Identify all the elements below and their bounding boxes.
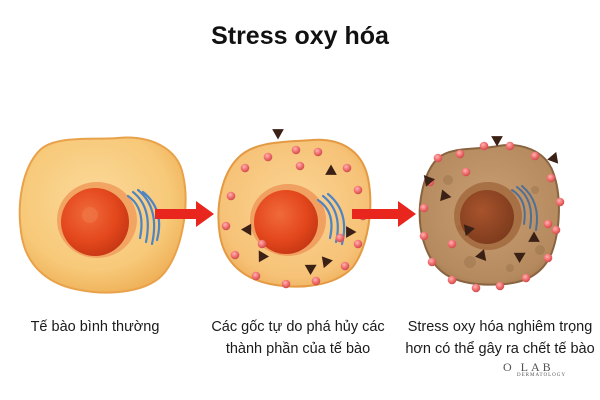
free-radical-dot bbox=[427, 257, 437, 267]
free-radical-triangle bbox=[304, 264, 317, 276]
free-radical-triangle bbox=[440, 189, 452, 202]
free-radical-dot bbox=[543, 253, 553, 263]
watermark-logo: O LAB DERMATOLOGY bbox=[503, 360, 566, 378]
dying-golgi bbox=[511, 185, 538, 231]
dying-nucleus bbox=[460, 190, 514, 244]
caption-damaged-cell: Các gốc tự do phá hủy các thành phần của… bbox=[211, 319, 385, 357]
free-radical-dot bbox=[505, 141, 515, 151]
free-radical-triangle bbox=[423, 175, 435, 187]
free-radical-dot bbox=[257, 239, 267, 249]
page-title: Stress oxy hóa bbox=[211, 22, 389, 50]
free-radical-triangle bbox=[475, 249, 487, 261]
free-radical-triangle bbox=[240, 223, 252, 236]
free-radical-dot bbox=[419, 203, 429, 213]
free-radical-dot bbox=[521, 273, 531, 283]
free-radical-dot bbox=[530, 151, 540, 161]
free-radical-triangle bbox=[346, 226, 357, 238]
damaged-nucleus bbox=[254, 190, 318, 254]
caption-normal-cell: Tế bào bình thường bbox=[30, 319, 160, 335]
free-radical-dot bbox=[419, 231, 429, 241]
free-radical-dot bbox=[471, 283, 481, 293]
free-radical-dot bbox=[263, 152, 273, 162]
free-radical-triangle bbox=[463, 224, 475, 237]
free-radical-triangle bbox=[513, 252, 526, 264]
free-radical-triangle bbox=[272, 129, 284, 140]
normal-cell bbox=[18, 136, 187, 294]
dying-free-radicals bbox=[419, 136, 565, 293]
free-radical-triangle bbox=[528, 231, 540, 242]
free-radical-dot bbox=[295, 161, 305, 171]
free-radical-dot bbox=[455, 149, 465, 159]
free-radical-triangle bbox=[547, 151, 559, 164]
free-radical-dot bbox=[353, 185, 363, 195]
free-radical-triangle bbox=[258, 250, 270, 263]
arrow-normal-to-damaged bbox=[155, 201, 214, 227]
free-radical-triangle bbox=[325, 164, 337, 175]
free-radical-dot bbox=[230, 250, 240, 260]
free-radical-dot bbox=[495, 281, 505, 291]
free-radical-dot bbox=[555, 197, 565, 207]
normal-nucleolus bbox=[82, 207, 98, 223]
free-radical-dot bbox=[240, 163, 250, 173]
normal-golgi bbox=[126, 188, 161, 246]
free-radical-dot bbox=[335, 233, 345, 243]
free-radical-dot bbox=[311, 276, 321, 286]
free-radical-dot bbox=[226, 191, 236, 201]
free-radical-dot bbox=[221, 221, 231, 231]
free-radical-dot bbox=[353, 239, 363, 249]
free-radical-dot bbox=[447, 239, 457, 249]
free-radical-dot bbox=[313, 147, 323, 157]
free-radical-dot bbox=[447, 275, 457, 285]
free-radical-dot bbox=[251, 271, 261, 281]
free-radical-dot bbox=[543, 219, 553, 229]
free-radical-triangle bbox=[321, 256, 333, 269]
free-radical-dot bbox=[342, 163, 352, 173]
damaged-free-radicals bbox=[221, 129, 368, 289]
damaged-cell bbox=[217, 129, 372, 289]
free-radical-triangle bbox=[491, 136, 503, 147]
free-radical-dot bbox=[291, 145, 301, 155]
free-radical-dot bbox=[461, 167, 471, 177]
free-radical-dot bbox=[546, 173, 556, 183]
watermark-logo-sub: DERMATOLOGY bbox=[517, 373, 566, 378]
free-radical-dot bbox=[479, 141, 489, 151]
free-radical-dot bbox=[340, 261, 350, 271]
normal-nucleus bbox=[61, 188, 129, 256]
free-radical-dot bbox=[281, 279, 291, 289]
free-radical-dot bbox=[551, 225, 561, 235]
dying-cell bbox=[418, 136, 565, 293]
arrow-damaged-to-dying bbox=[352, 201, 416, 227]
watermark-logo-text: O LAB bbox=[503, 360, 554, 374]
caption-dying-cell: Stress oxy hóa nghiêm trọng hơn có thể g… bbox=[405, 319, 595, 357]
free-radical-dot bbox=[433, 153, 443, 163]
